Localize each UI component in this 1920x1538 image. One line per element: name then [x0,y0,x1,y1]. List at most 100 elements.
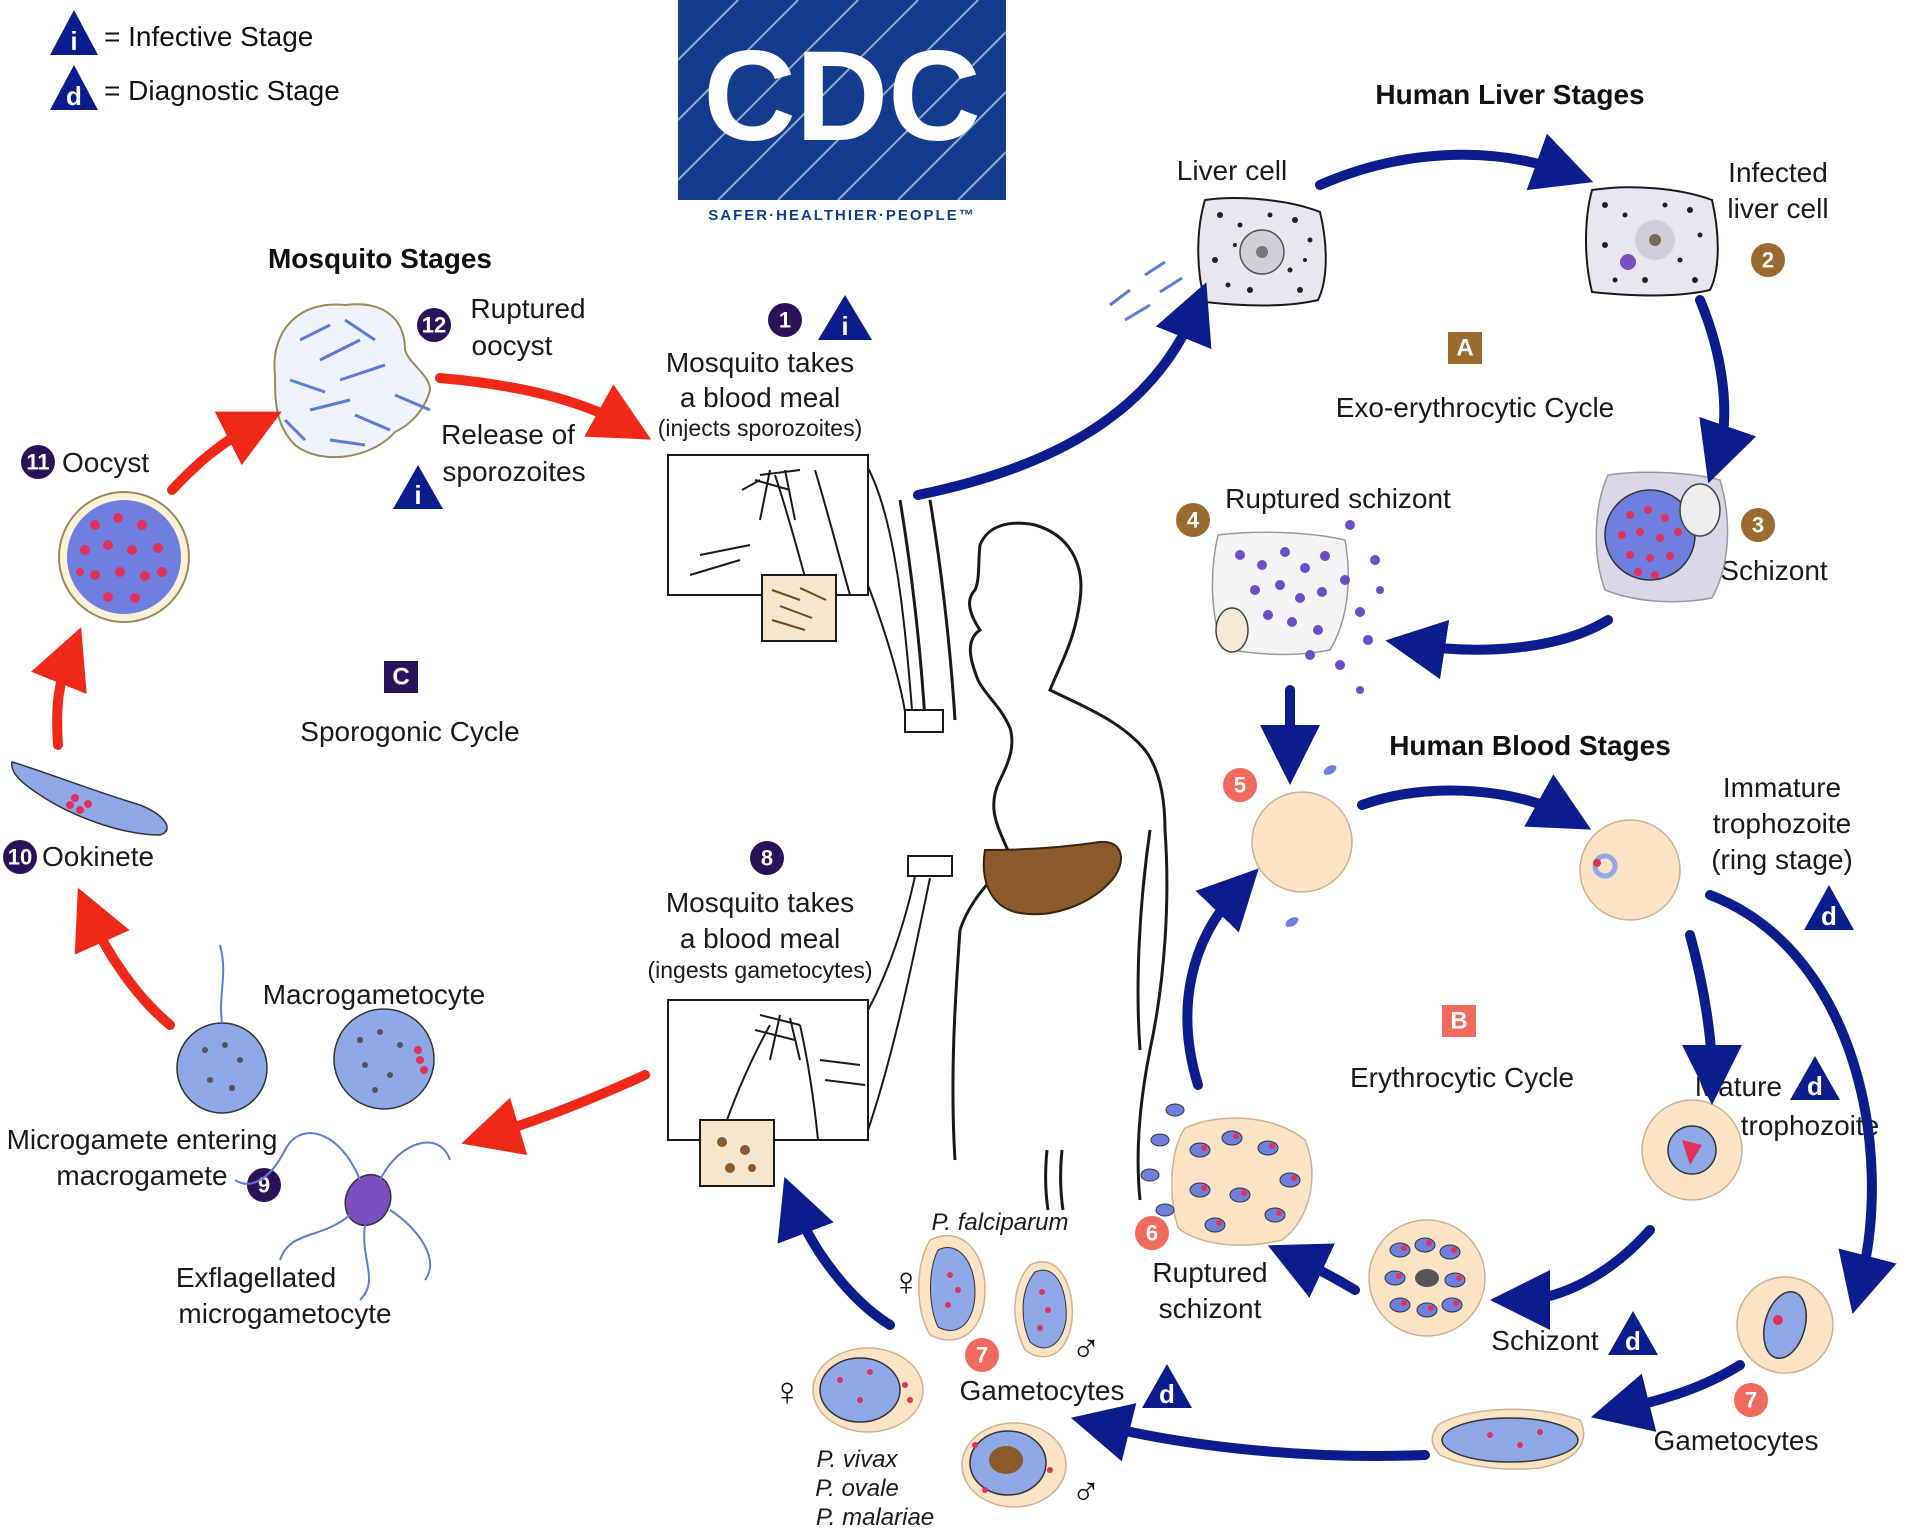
stage-5: 5 [1223,765,1353,927]
svg-text:11: 11 [26,450,49,475]
svg-text:d: d [1821,901,1837,931]
liver-cell-label: Liver cell [1177,155,1287,186]
gametocyte-right: 7 Gametocytes [1431,1276,1834,1470]
blood-schizont-label: Schizont [1491,1325,1599,1356]
stage-4-number [1176,503,1210,537]
stage-6: 6 Ruptured schizont [1135,1103,1313,1324]
stage-8-label-line2: a blood meal [680,923,840,954]
malariae-label: P. malariae [816,1504,934,1531]
stage-5-number [1223,768,1257,802]
stage-3: 3 Schizont [1595,471,1828,603]
gametocyte-inset [699,1119,775,1187]
exflagellated-label-line2: microgametocyte [178,1298,391,1329]
stage-10-number [3,840,37,874]
stage-12: 12 Ruptured oocyst Release of i sporozoi… [273,293,586,510]
header-human-liver-stages: Human Liver Stages [1375,79,1644,110]
stage-11: 11 Oocyst [21,445,190,623]
stage-11-label: Oocyst [62,447,149,478]
stage-12-number [417,308,451,342]
legend-diagnostic-label: = Diagnostic Stage [104,75,340,106]
male-symbol-vivax: ♂ [1071,1470,1101,1514]
mature-trophozoite: Mature d trophozoite [1641,1056,1879,1201]
cycle-b: B Erythrocytic Cycle [1350,1005,1574,1093]
exflagellated-microgametocyte [234,1132,451,1301]
blood-schizont: Schizont d [1368,1219,1658,1356]
release-label-line2: sporozoites [442,456,585,487]
stage-8-number [750,841,784,875]
svg-text:1: 1 [779,308,791,333]
svg-text:10: 10 [8,845,32,870]
release-label-line1: Release of [441,419,575,450]
stage-7-number-right [1734,1383,1768,1417]
cycle-c: C Sporogonic Cycle [300,661,520,747]
female-symbol-falciparum: ♀ [891,1260,921,1304]
human-liver [982,840,1122,916]
stage-9-label-line1: Microgamete entering [7,1124,278,1155]
sporozoite-inset [761,574,837,642]
stage-1-infective-icon [818,295,872,340]
release-infective-icon [393,465,443,509]
header-mosquito-stages: Mosquito Stages [268,243,492,274]
cdc-logo: CDC SAFER·HEALTHIER·PEOPLE™ [677,0,1007,226]
svg-text:3: 3 [1752,513,1764,538]
cycle-a: A Exo-erythrocytic Cycle [1336,332,1615,423]
stage-6-label-line2: schizont [1159,1293,1262,1324]
diagnostic-stage-icon: d [50,65,98,111]
cycle-a-name: Exo-erythrocytic Cycle [1336,392,1615,423]
gametocytes-right-label: Gametocytes [1654,1425,1819,1456]
stage-2-label-line1: Infected [1728,157,1828,188]
stage-1-note: (injects sporozoites) [658,415,863,441]
stage-8-note: (ingests gametocytes) [648,957,873,983]
immature-label-line1: Immature [1723,772,1841,803]
gametocytes-diagnostic-icon [1142,1364,1192,1408]
svg-text:d: d [1625,1326,1641,1356]
svg-text:6: 6 [1146,1221,1158,1246]
vivax-label: P. vivax [817,1446,899,1473]
svg-text:d: d [1159,1379,1175,1409]
stage-1-label-line1: Mosquito takes [666,347,854,378]
svg-text:5: 5 [1234,773,1246,798]
stage-8-label-line1: Mosquito takes [666,887,854,918]
red-blood-cell [1251,791,1353,893]
svg-text:i: i [841,311,848,341]
falciparum-label: P. falciparum [932,1209,1069,1236]
stage-4-label: Ruptured schizont [1225,483,1451,514]
svg-text:12: 12 [422,313,446,338]
bite-site-upper [904,709,944,733]
mosquito-bite-panel-8 [667,999,869,1141]
exflagellated-label-line1: Exflagellated [176,1262,336,1293]
immature-trophozoite: Immature trophozoite (ring stage) d [1579,772,1854,931]
stage-6-label-line1: Ruptured [1152,1257,1267,1288]
cdc-logo-text: CDC [703,25,980,168]
stage-7-number [965,1338,999,1372]
legend-infective-label: = Infective Stage [104,21,313,52]
navy-arrows [777,133,1897,1462]
svg-text:i: i [70,26,77,56]
stage-6-number [1135,1216,1169,1250]
svg-text:7: 7 [976,1343,988,1368]
stage-8: 8 Mosquito takes a blood meal (ingests g… [648,841,873,1187]
cycle-c-name: Sporogonic Cycle [300,716,519,747]
bite-site-lower [907,855,953,877]
header-human-blood-stages: Human Blood Stages [1389,730,1671,761]
cycle-b-name: Erythrocytic Cycle [1350,1062,1574,1093]
svg-text:d: d [66,81,82,111]
stage-2: Infected liver cell 2 [1585,157,1829,297]
stage-2-number [1751,243,1785,277]
female-symbol-vivax: ♀ [772,1370,802,1414]
stage-10-label: Ookinete [42,841,154,872]
ovale-label: P. ovale [815,1475,899,1502]
svg-text:A: A [1456,335,1473,362]
stage-4: 4 Ruptured schizont [1176,483,1451,694]
stage-1-label-line2: a blood meal [680,382,840,413]
immature-label-line3: (ring stage) [1711,844,1853,875]
stage-7-label: Gametocytes [960,1375,1125,1406]
legend: i = Infective Stage d = Diagnostic Stage [50,10,340,111]
infective-stage-icon: i [50,10,98,56]
stage-3-number [1741,508,1775,542]
svg-text:d: d [1807,1071,1823,1101]
svg-text:B: B [1450,1008,1467,1035]
mature-diagnostic-icon [1790,1056,1840,1100]
red-arrows [31,373,652,1156]
